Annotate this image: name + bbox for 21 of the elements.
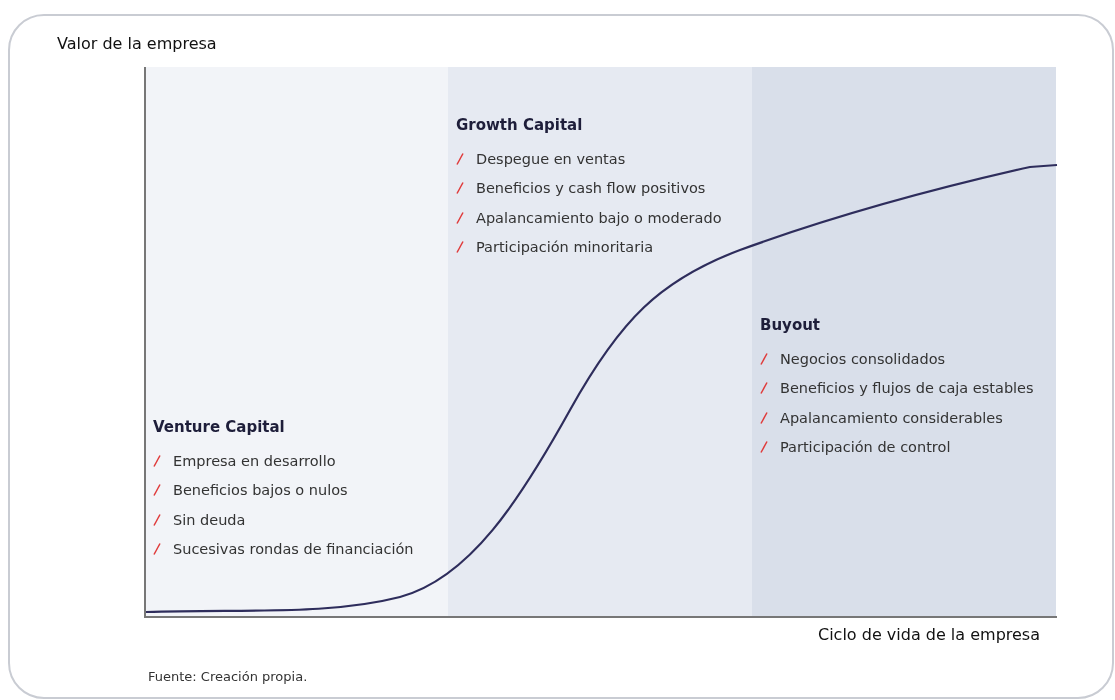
list-item: Beneficios bajos o nulos (173, 482, 348, 499)
list-item: Participación de control (780, 439, 951, 456)
stage-heading: Buyout (760, 316, 821, 334)
list-item: Negocios consolidados (780, 350, 946, 367)
source-note: Fuente: Creación propia. (148, 669, 308, 684)
axis-title: Valor de la empresa (57, 34, 217, 53)
list-item: Beneficios y flujos de caja estables (780, 380, 1034, 397)
list-item: Participación minoritaria (476, 239, 654, 256)
stage-band (448, 67, 752, 617)
list-item: Empresa en desarrollo (173, 452, 336, 469)
list-item: Apalancamiento bajo o moderado (476, 209, 722, 226)
axis-title: Ciclo de vida de la empresa (818, 625, 1040, 644)
list-item: Despegue en ventas (476, 150, 626, 167)
list-item: Sucesivas rondas de financiación (173, 541, 414, 558)
stage-heading: Growth Capital (456, 116, 583, 134)
stage-heading: Venture Capital (153, 418, 285, 436)
stage-band (752, 67, 1056, 617)
stage-band (145, 67, 449, 617)
list-item: Beneficios y cash flow positivos (476, 180, 706, 197)
list-item: Sin deuda (173, 511, 246, 528)
list-item: Apalancamiento considerables (780, 409, 1003, 426)
